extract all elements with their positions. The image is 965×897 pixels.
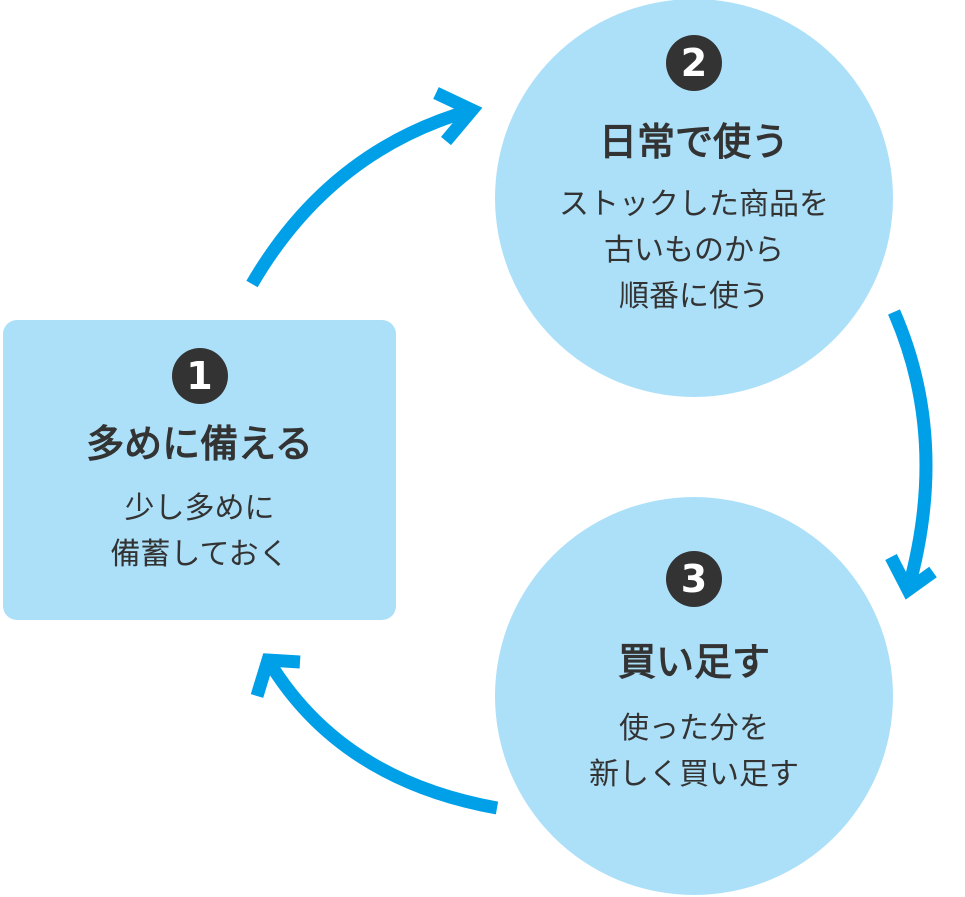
step-3-title: 買い足す <box>617 640 770 684</box>
step-2-description-line: 古いものから <box>604 233 784 268</box>
step-2-circle: 2 日常で使う ストックした商品を 古いものから 順番に使う <box>495 0 893 397</box>
step-1-box: 1 多めに備える 少し多めに 備蓄しておく <box>3 320 396 620</box>
arrow-step2-to-step3 <box>888 309 933 592</box>
step-1-description-line: 備蓄しておく <box>110 537 289 572</box>
arrow-step3-to-step1 <box>262 656 499 815</box>
step-1-title: 多めに備える <box>86 422 313 466</box>
step-2-description-line: ストックした商品を <box>559 187 829 222</box>
step-2-number-badge: 2 <box>666 35 722 91</box>
step-3-description: 使った分を 新しく買い足す <box>495 706 893 798</box>
step-1-number-badge: 1 <box>171 348 228 404</box>
step-2-title: 日常で使う <box>598 120 789 164</box>
step-1-description-line: 少し多めに <box>124 491 275 526</box>
step-2-description: ストックした商品を 古いものから 順番に使う <box>495 182 893 320</box>
step-2-description-line: 順番に使う <box>619 279 769 314</box>
arrow-step1-to-step2-head <box>433 87 483 146</box>
arrow-step1-to-step2 <box>246 103 474 288</box>
step-3-description-line: 使った分を <box>619 711 769 746</box>
step-3-description-line: 新しく買い足す <box>589 757 799 792</box>
step-1-description: 少し多めに 備蓄しておく <box>3 486 396 578</box>
arrow-step2-to-step3-head <box>885 554 937 600</box>
step-3-circle: 3 買い足す 使った分を 新しく買い足す <box>495 497 893 895</box>
step-3-number-badge: 3 <box>666 551 722 607</box>
arrow-step3-to-step1-head <box>250 653 301 698</box>
